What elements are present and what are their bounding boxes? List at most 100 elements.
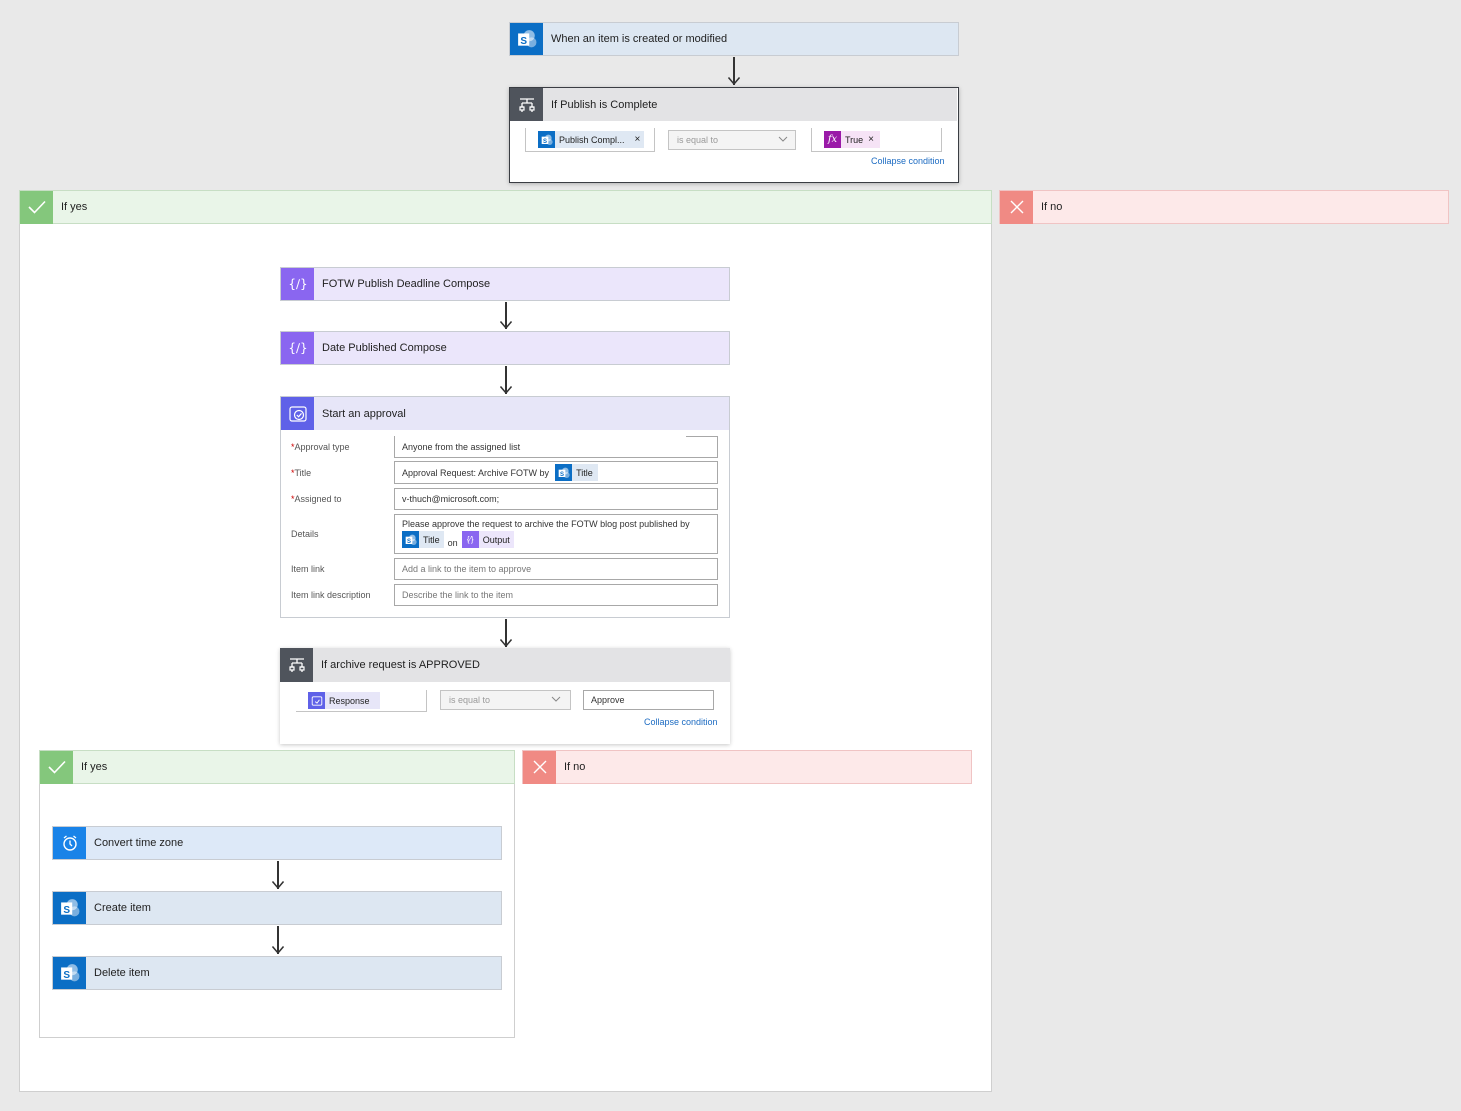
- title-token-text: Title: [576, 467, 593, 478]
- sharepoint-icon: [538, 131, 555, 148]
- compose-icon: {∕}: [461, 531, 479, 548]
- convert-time-zone-label: Convert time zone: [94, 837, 184, 849]
- condition1-operator-text: is equal to: [677, 135, 719, 145]
- sharepoint-icon: [555, 464, 573, 481]
- trigger-card[interactable]: When an item is created or modified: [509, 22, 959, 56]
- condition1-right-field[interactable]: fx True ×: [811, 128, 942, 152]
- chevron-down-icon: [778, 134, 788, 146]
- condition1-left-token-text: Publish Compl...: [559, 134, 625, 145]
- condition2-left-field[interactable]: Response: [296, 690, 427, 712]
- condition2-operator-text: is equal to: [449, 695, 491, 705]
- title-prefix: Approval Request: Archive FOTW by: [402, 467, 550, 478]
- assigned-to-value: v-thuch@microsoft.com;: [402, 494, 500, 504]
- title-field[interactable]: Approval Request: Archive FOTW by Title: [394, 461, 718, 484]
- collapse-condition-link[interactable]: Collapse condition: [644, 717, 718, 727]
- condition1-header[interactable]: If Publish is Complete: [510, 88, 957, 121]
- compose-icon: [281, 332, 314, 364]
- compose2-card[interactable]: Date Published Compose: [280, 331, 730, 365]
- approval-icon: [308, 692, 325, 709]
- condition2-left-token[interactable]: Response: [308, 692, 380, 709]
- connector-arrow: [272, 926, 284, 956]
- condition1-right-token[interactable]: fx True ×: [824, 131, 881, 148]
- create-item-card[interactable]: Create item: [52, 891, 502, 925]
- yes1-header[interactable]: If yes: [19, 190, 992, 224]
- no1-label: If no: [1041, 201, 1063, 213]
- condition-icon: [280, 648, 313, 682]
- assigned-to-label: *Assigned to: [291, 494, 342, 504]
- checkmark-icon: [40, 750, 73, 784]
- convert-time-zone-card[interactable]: Convert time zone: [52, 826, 502, 860]
- item-link-description-label: Item link description: [291, 590, 371, 600]
- remove-token-icon[interactable]: ×: [868, 134, 875, 145]
- details-token1-text: Title: [423, 534, 440, 545]
- details-joiner: on: [447, 537, 458, 548]
- details-label: Details: [291, 529, 319, 539]
- sharepoint-icon: [402, 531, 419, 548]
- alarm-clock-icon: [53, 827, 86, 859]
- approval-type-field[interactable]: Anyone from the assigned list: [394, 436, 718, 458]
- condition1-right-token-text: True: [845, 134, 864, 145]
- no1-header[interactable]: If no: [999, 190, 1449, 224]
- details-title-token[interactable]: Title: [402, 531, 444, 548]
- create-item-label: Create item: [94, 902, 151, 914]
- condition2-left-token-text: Response: [329, 695, 370, 706]
- checkmark-icon: [20, 190, 53, 224]
- no2-label: If no: [564, 761, 586, 773]
- approval-card[interactable]: Start an approval *Approval type Anyone …: [280, 396, 730, 618]
- condition1-left-field[interactable]: Publish Compl... ×: [525, 128, 655, 152]
- item-link-description-placeholder: Describe the link to the item: [402, 590, 514, 600]
- details-field[interactable]: Please approve the request to archive th…: [394, 514, 718, 554]
- connector-arrow: [500, 302, 512, 331]
- approval-type-label: *Approval type: [291, 442, 350, 452]
- condition2-value-field[interactable]: Approve: [583, 690, 714, 710]
- yes2-label: If yes: [81, 761, 108, 773]
- condition2-title: If archive request is APPROVED: [321, 659, 480, 671]
- no2-header[interactable]: If no: [522, 750, 972, 784]
- divider: [686, 436, 718, 437]
- condition1-card[interactable]: If Publish is Complete Publish Compl... …: [509, 87, 959, 183]
- sharepoint-icon: [53, 892, 86, 924]
- close-icon: [1000, 190, 1033, 224]
- compose-icon: [281, 268, 314, 300]
- condition2-header[interactable]: If archive request is APPROVED: [280, 648, 730, 682]
- delete-item-card[interactable]: Delete item: [52, 956, 502, 990]
- approval-header[interactable]: Start an approval: [281, 397, 729, 430]
- compose1-card[interactable]: FOTW Publish Deadline Compose: [280, 267, 730, 301]
- sharepoint-icon: [510, 23, 543, 55]
- approval-title: Start an approval: [322, 407, 406, 420]
- connector-arrow: [272, 861, 284, 891]
- item-link-placeholder: Add a link to the item to approve: [402, 564, 532, 574]
- item-link-label: Item link: [291, 564, 325, 574]
- compose2-label: Date Published Compose: [322, 342, 447, 354]
- approval-type-value: Anyone from the assigned list: [402, 441, 521, 452]
- connector-arrow: [500, 366, 512, 396]
- condition2-operator-select[interactable]: is equal to: [440, 690, 571, 710]
- connector-arrow: [728, 57, 740, 87]
- approval-icon: [281, 397, 314, 430]
- condition2-card[interactable]: If archive request is APPROVED Response …: [280, 648, 730, 744]
- details-line1: Please approve the request to archive th…: [402, 519, 690, 529]
- details-token2-text: Output: [482, 534, 510, 545]
- condition1-operator-select[interactable]: is equal to: [668, 130, 796, 150]
- compose1-label: FOTW Publish Deadline Compose: [322, 278, 491, 290]
- condition2-value: Approve: [591, 695, 625, 705]
- close-icon: [523, 750, 556, 784]
- divider: [717, 436, 718, 458]
- yes2-header[interactable]: If yes: [39, 750, 515, 784]
- remove-token-icon[interactable]: ×: [634, 134, 641, 145]
- function-icon: fx: [824, 131, 841, 148]
- delete-item-label: Delete item: [94, 967, 150, 979]
- sharepoint-icon: [53, 957, 86, 989]
- collapse-condition-link[interactable]: Collapse condition: [871, 156, 945, 166]
- item-link-description-field[interactable]: Describe the link to the item: [394, 584, 718, 606]
- connector-arrow: [500, 619, 512, 649]
- item-link-field[interactable]: Add a link to the item to approve: [394, 558, 718, 580]
- details-output-token[interactable]: {∕} Output: [461, 531, 514, 548]
- title-token[interactable]: Title: [555, 464, 598, 481]
- condition-icon: [510, 88, 543, 121]
- title-label: *Title: [291, 468, 312, 478]
- chevron-down-icon: [551, 694, 561, 706]
- condition1-title: If Publish is Complete: [551, 98, 658, 111]
- condition1-left-token[interactable]: Publish Compl... ×: [538, 131, 645, 148]
- assigned-to-field[interactable]: v-thuch@microsoft.com;: [394, 488, 718, 510]
